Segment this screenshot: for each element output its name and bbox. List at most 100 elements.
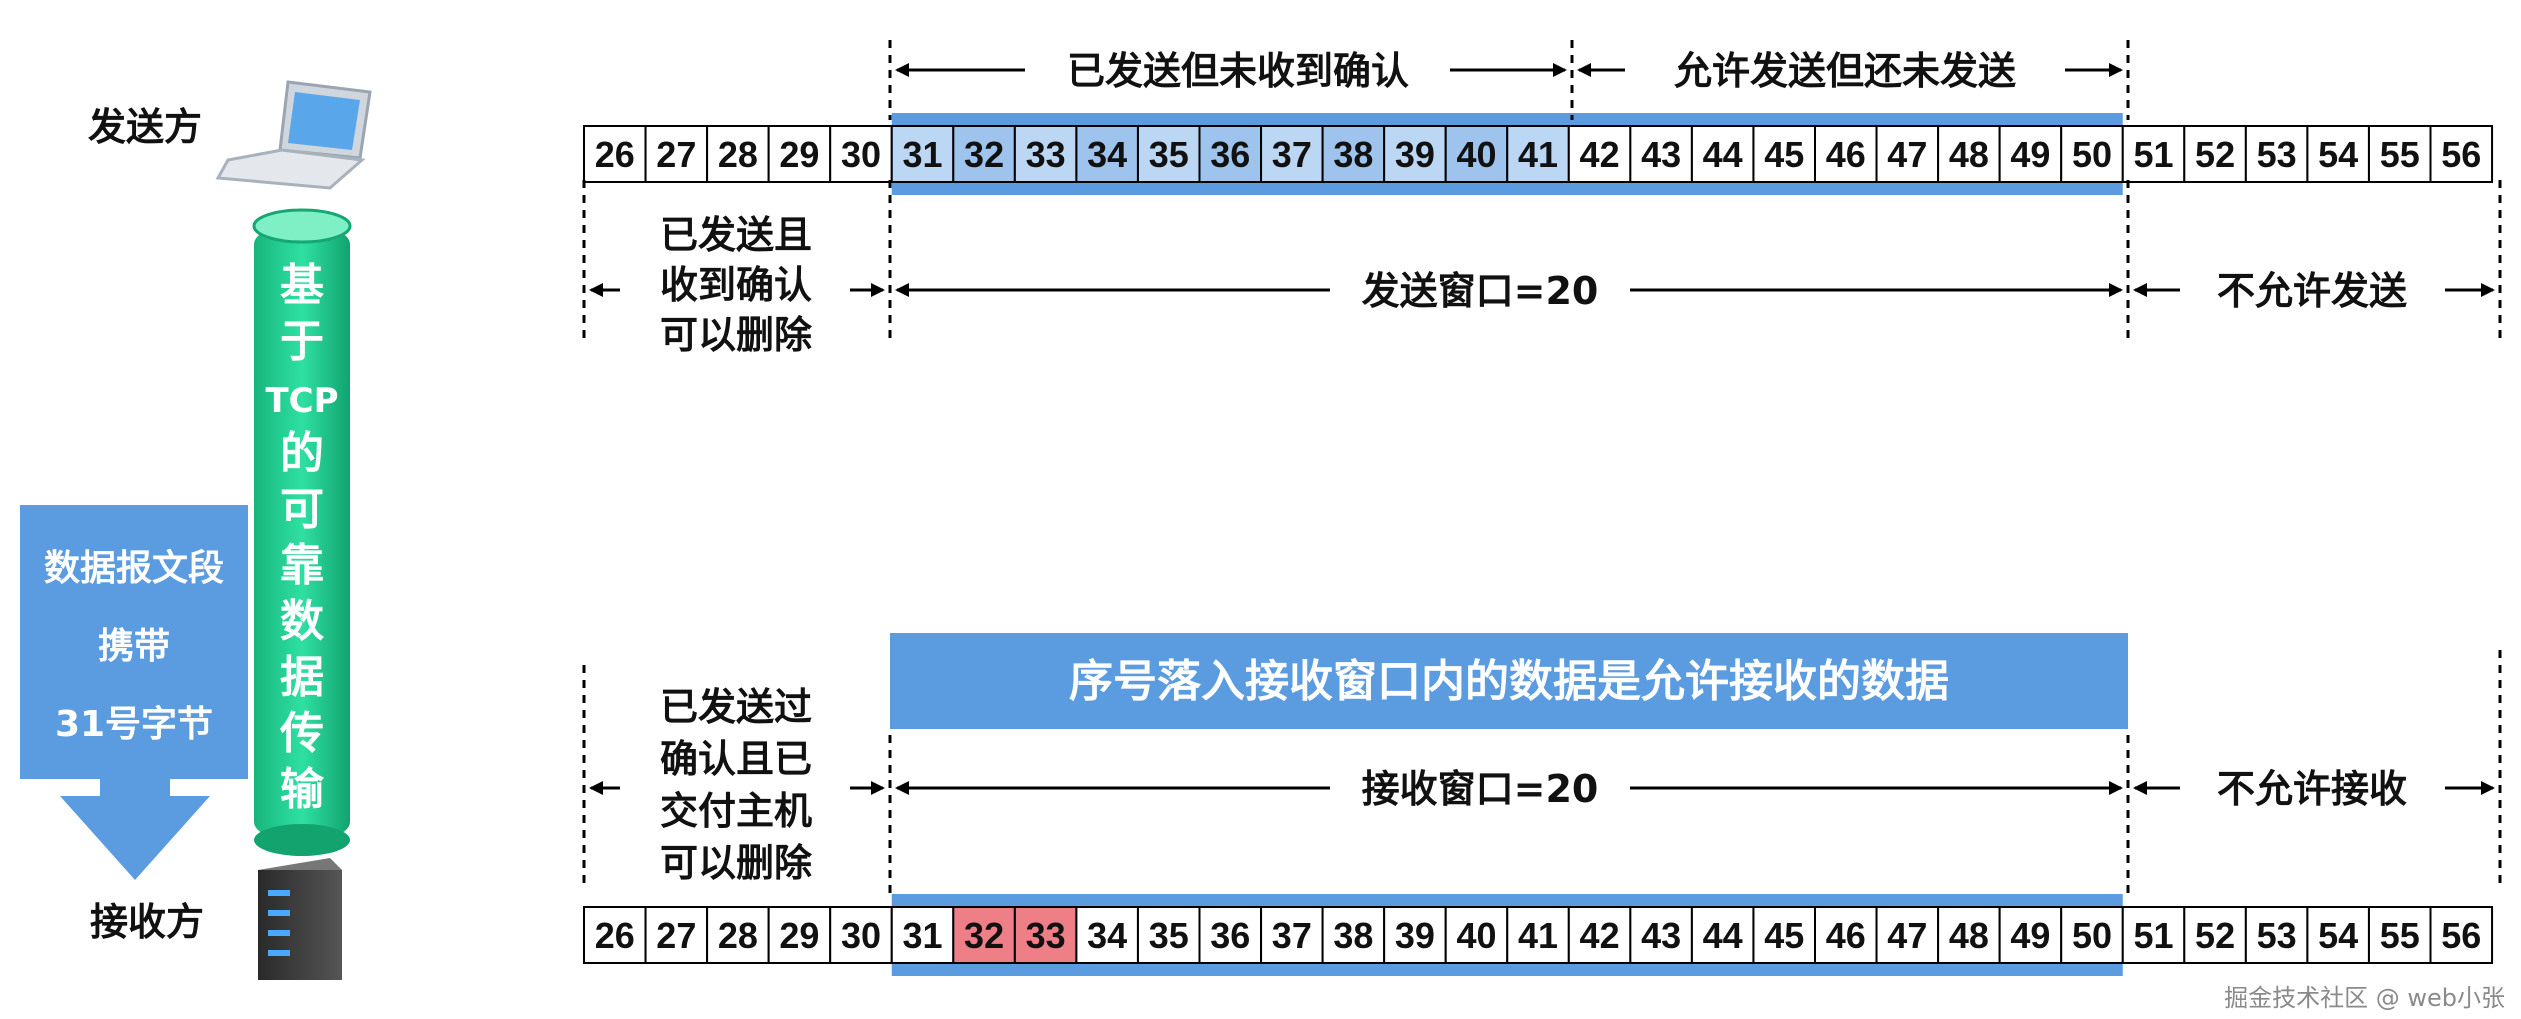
sequence-number: 40: [1456, 915, 1496, 956]
sequence-number: 50: [2072, 915, 2112, 956]
pipe-char: TCP: [265, 381, 338, 421]
sent-unacked-label: 已发送但未收到确认: [1067, 49, 1409, 93]
sequence-cell: [952, 906, 1016, 964]
sequence-number: 39: [1395, 915, 1435, 956]
note-line: 数据报文段: [44, 548, 224, 589]
receive-window-label: 接收窗口=20: [1362, 767, 1599, 811]
pipe-char: 可: [280, 484, 324, 535]
sequence-cell: [1075, 906, 1139, 964]
sequence-cell: [2429, 125, 2494, 183]
sequence-cell: [2367, 906, 2432, 964]
sequence-number: 52: [2195, 134, 2235, 175]
sequence-number: 27: [656, 915, 696, 956]
sequence-number: 44: [1703, 134, 1743, 175]
sequence-number: 33: [1026, 915, 1066, 956]
sequence-number: 31: [903, 134, 943, 175]
sequence-number: 29: [779, 915, 819, 956]
sequence-cell: [1444, 125, 1509, 183]
sequence-cell: [890, 125, 955, 183]
sequence-cell: [2183, 906, 2247, 964]
sequence-number: 32: [964, 134, 1004, 175]
sequence-number: 51: [2134, 915, 2174, 956]
sequence-cell: [1013, 906, 1078, 964]
sequence-number: 41: [1518, 915, 1558, 956]
sequence-cell: [1075, 125, 1139, 183]
sequence-number: 41: [1518, 134, 1558, 175]
sender-window-lines: [582, 180, 2502, 345]
sequence-number: 43: [1641, 915, 1681, 956]
watermark: 掘金技术社区 @ web小张: [2224, 984, 2505, 1012]
sequence-number: 42: [1580, 134, 1620, 175]
receiver-right-note: 不允许接收: [2217, 767, 2407, 811]
sequence-number: 26: [595, 915, 635, 956]
sequence-number: 50: [2072, 134, 2112, 175]
sequence-number: 54: [2318, 134, 2358, 175]
sequence-number: 48: [1949, 134, 1989, 175]
sequence-number: 56: [2441, 915, 2481, 956]
sequence-number: 35: [1149, 134, 1189, 175]
sequence-cell: [1013, 125, 1078, 183]
pipe-char: 数: [280, 596, 324, 647]
sequence-number: 52: [2195, 915, 2235, 956]
sequence-number: 30: [841, 134, 881, 175]
pipe-char: 据: [280, 652, 324, 703]
note-line: 可以删除: [660, 841, 813, 885]
sequence-number: 48: [1949, 915, 1989, 956]
sequence-number: 37: [1272, 915, 1312, 956]
sender-right-note: 不允许发送: [2217, 269, 2407, 313]
pipe-char: 于: [280, 316, 324, 367]
sequence-number: 49: [2010, 134, 2050, 175]
sequence-number: 31: [903, 915, 943, 956]
sequence-cell: [1198, 125, 1263, 183]
sequence-number: 54: [2318, 915, 2358, 956]
sequence-number: 38: [1333, 915, 1373, 956]
sequence-number: 34: [1087, 134, 1127, 175]
server-icon: [258, 858, 342, 980]
note-line: 收到确认: [660, 263, 812, 307]
sequence-number: 45: [1764, 915, 1804, 956]
sequence-number: 47: [1887, 134, 1927, 175]
sequence-number: 43: [1641, 134, 1681, 175]
sequence-cell: [2367, 125, 2432, 183]
sequence-cell: [706, 906, 770, 964]
sequence-number: 28: [718, 915, 758, 956]
note-line: 携带: [98, 626, 170, 667]
sequence-cell: [1567, 906, 1632, 964]
sequence-cell: [1752, 906, 1816, 964]
sequence-cell: [1383, 906, 1447, 964]
sequence-cell: [2306, 125, 2370, 183]
sequence-number: 46: [1826, 134, 1866, 175]
note-line: 交付主机: [660, 789, 812, 833]
tcp-pipe: [252, 208, 352, 856]
sequence-number: 53: [2257, 134, 2297, 175]
sequence-number: 26: [595, 134, 635, 175]
note-line: 可以删除: [660, 313, 813, 357]
sequence-number: 29: [779, 134, 819, 175]
receive-window-banner: [890, 633, 2128, 729]
sequence-number: 35: [1149, 915, 1189, 956]
pipe-char: 输: [280, 764, 325, 815]
send-window-label: 发送窗口=20: [1362, 269, 1599, 313]
sequence-number: 36: [1210, 134, 1250, 175]
sequence-number: 55: [2380, 915, 2420, 956]
sequence-number: 39: [1395, 134, 1435, 175]
sequence-cell: [1136, 906, 1201, 964]
sequence-number: 46: [1826, 915, 1866, 956]
sequence-number: 37: [1272, 134, 1312, 175]
receiver-window-lines: [582, 650, 2502, 900]
sequence-number: 28: [718, 134, 758, 175]
sequence-number: 56: [2441, 134, 2481, 175]
pipe-char: 传: [279, 708, 324, 759]
sequence-number: 42: [1580, 915, 1620, 956]
receive-window-banner-text: 序号落入接收窗口内的数据是允许接收的数据: [1069, 656, 1949, 707]
note-line: 确认且已: [660, 737, 812, 781]
note-line: 已发送且: [660, 213, 812, 257]
sequence-cell: [2306, 906, 2370, 964]
note-line: 已发送过: [660, 685, 812, 729]
